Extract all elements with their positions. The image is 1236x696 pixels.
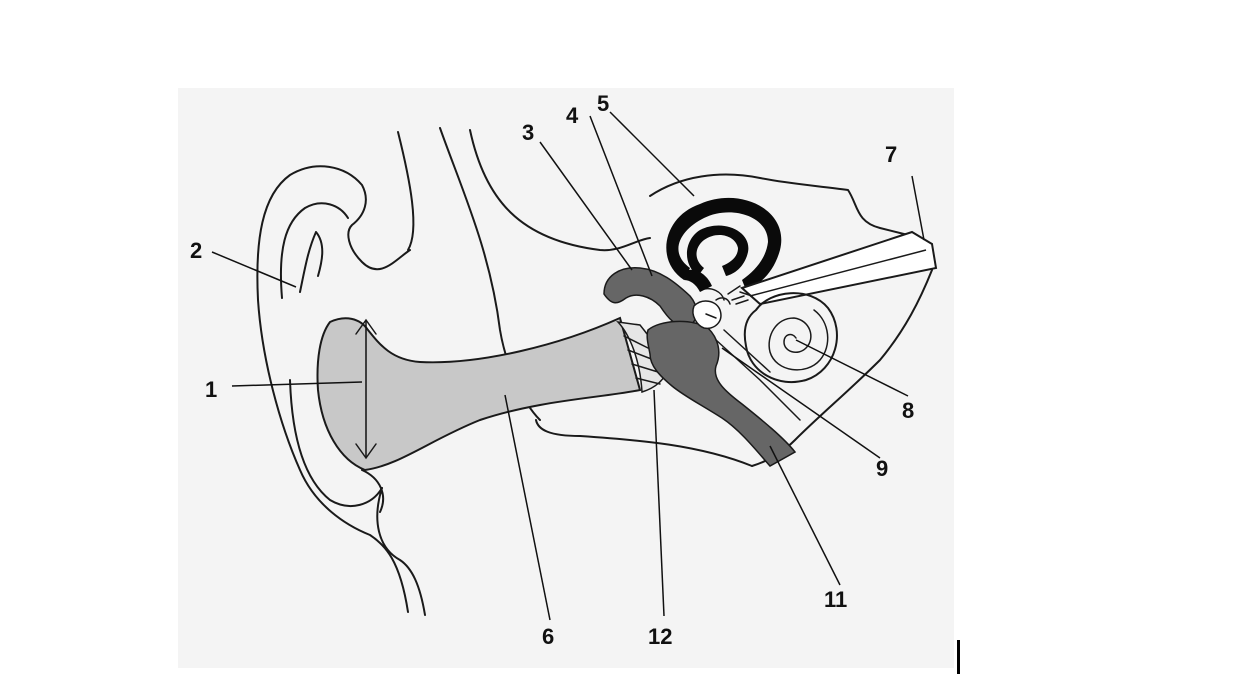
helix-inner-fold (279, 202, 349, 299)
leader-3 (539, 141, 633, 271)
leader-5 (609, 111, 695, 197)
skull-contour-3 (469, 129, 651, 252)
canal-ampulla (684, 269, 712, 292)
nerve-fiber (749, 249, 927, 297)
label-1: 1 (205, 377, 217, 402)
leader-12 (653, 389, 665, 617)
eustachian-tube (646, 320, 797, 467)
concha-arrowhead-top (355, 318, 377, 335)
label-11: 11 (824, 587, 847, 612)
leader-8 (795, 339, 909, 397)
tragus-outline (361, 469, 385, 513)
leader-9 (721, 347, 881, 459)
leader-6 (504, 394, 551, 621)
lobule-outline (376, 487, 426, 616)
eardrum-hatch (623, 335, 661, 385)
nerve-branches (727, 285, 753, 305)
label-8: 8 (902, 398, 914, 423)
label-6: 6 (542, 624, 554, 649)
cochlea-outline (743, 292, 838, 384)
concha-arrowhead-bottom (355, 443, 377, 460)
concha-rim (289, 379, 383, 507)
label-7: 7 (885, 142, 897, 167)
label-9: 9 (876, 456, 888, 481)
ear-canal (316, 316, 642, 472)
label-3: 3 (522, 120, 534, 145)
semicircular-canals-inner (686, 225, 749, 276)
leader-11 (769, 445, 841, 586)
label-12: 12 (648, 624, 672, 649)
text-cursor (957, 640, 960, 674)
pinna-outline (256, 165, 411, 613)
leader-4 (589, 115, 653, 277)
label-4: 4 (566, 103, 579, 128)
antihelix-fold (299, 231, 324, 293)
label-5: 5 (597, 91, 609, 116)
leader-7 (911, 175, 925, 241)
leader-1 (231, 381, 363, 387)
leader-lines (211, 111, 925, 621)
label-2: 2 (190, 238, 202, 263)
skull-contour-1 (397, 131, 415, 251)
cochlea-spiral (768, 309, 829, 371)
leader-2 (211, 251, 297, 288)
skull-contour-4 (535, 419, 753, 467)
semicircular-canals (666, 197, 782, 290)
